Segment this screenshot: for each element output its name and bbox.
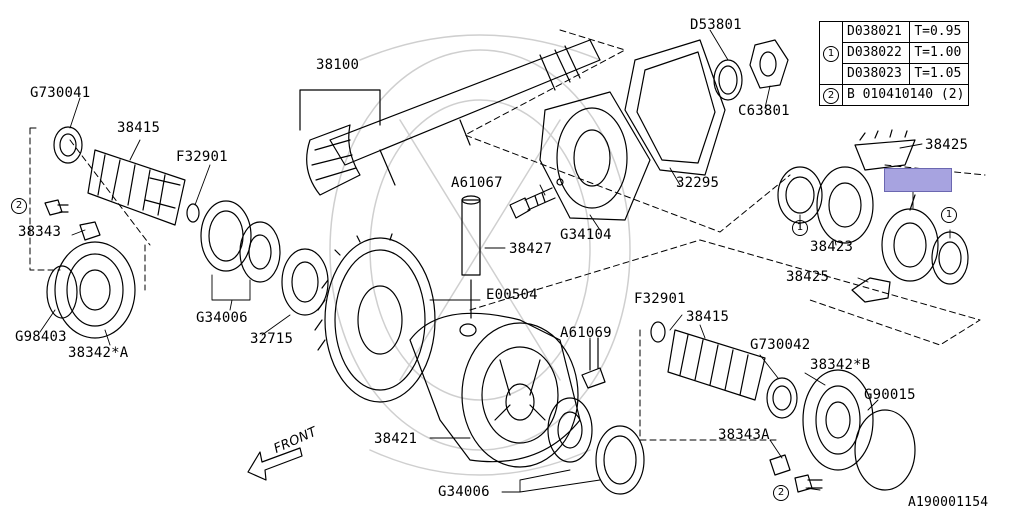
legend-row: D038023 T=1.05 (820, 63, 970, 85)
callout-a61067[interactable]: A61067 (451, 175, 503, 191)
diagram-id: A190001154 (908, 495, 989, 510)
bearing-bottom (547, 397, 593, 463)
ring-gear (314, 233, 436, 403)
legend-row: 1 D038021 T=0.95 (819, 21, 970, 85)
oil-seal-right (766, 377, 798, 419)
gasket (624, 39, 726, 176)
bolt-left (44, 199, 69, 216)
callout-38343a[interactable]: 38343A (718, 427, 770, 443)
callout-d53801[interactable]: D53801 (690, 17, 742, 33)
callout-g90015[interactable]: G90015 (864, 387, 916, 403)
bearing-race-left (200, 200, 252, 272)
ref-mark-2-right: 2 (773, 485, 789, 501)
callout-38415-left[interactable]: 38415 (117, 120, 161, 136)
callout-38342a[interactable]: 38342*A (68, 345, 129, 361)
callout-a61069[interactable]: A61069 (560, 325, 612, 341)
callout-e00504[interactable]: E00504 (486, 287, 538, 303)
lock-plate-left (79, 221, 101, 241)
legend-part: D038022 (841, 42, 911, 64)
callout-38342b[interactable]: 38342*B (810, 357, 871, 373)
snap-ring-right (650, 321, 666, 343)
oil-seal-left (53, 126, 83, 164)
ref-mark-1-thrust: 1 (941, 207, 957, 223)
snap-ring-left (186, 203, 200, 223)
callout-g730041[interactable]: G730041 (30, 85, 91, 101)
legend-part: D038023 (841, 63, 911, 85)
drive-pinion-shaft (299, 39, 601, 196)
bolt-a61067 (509, 187, 556, 219)
pinion-shaft-pin (461, 195, 481, 319)
callout-g34006-left[interactable]: G34006 (196, 310, 248, 326)
lock-nut (749, 39, 789, 89)
differential-pinion-gear-bottom (851, 277, 891, 303)
bearing-left (239, 221, 281, 283)
callout-38425-bottom[interactable]: 38425 (786, 269, 830, 285)
bearing-race-bottom (595, 425, 645, 495)
differential-pinion-gear-top (854, 129, 916, 171)
highlighted-part-marker (884, 168, 952, 192)
callout-38421[interactable]: 38421 (374, 431, 418, 447)
shim-legend-table: 1 D038021 T=0.95 D038022 T=1.00 D038023 … (819, 21, 970, 106)
o-ring-right (854, 409, 916, 491)
legend-spec: T=1.05 (909, 63, 970, 85)
callout-38423[interactable]: 38423 (810, 239, 854, 255)
side-gear-left (54, 241, 136, 339)
callout-g98403[interactable]: G98403 (15, 329, 67, 345)
legend-spec: T=1.00 (909, 42, 970, 64)
ref-mark-1: 1 (823, 46, 839, 62)
callout-38415-right[interactable]: 38415 (686, 309, 730, 325)
retainer-plate (539, 91, 651, 221)
callout-g34006-bottom[interactable]: G34006 (438, 484, 490, 500)
side-gear-38423 (816, 166, 874, 244)
callout-g34104[interactable]: G34104 (560, 227, 612, 243)
side-gear-right (881, 208, 939, 282)
legend-row: D038022 T=1.00 (820, 42, 970, 64)
front-arrow (247, 447, 303, 481)
ref-mark-2-left: 2 (11, 198, 27, 214)
callout-38343[interactable]: 38343 (18, 224, 62, 240)
callout-32715[interactable]: 32715 (250, 331, 294, 347)
bearing-32715 (281, 248, 329, 316)
callout-38100[interactable]: 38100 (316, 57, 360, 73)
ref-mark-1-washer: 1 (792, 220, 808, 236)
o-ring-left (46, 265, 78, 319)
lock-plate-right (769, 454, 791, 476)
legend-part: D038021 (841, 21, 911, 43)
callout-f32901-left[interactable]: F32901 (176, 149, 228, 165)
callout-g730042[interactable]: G730042 (750, 337, 811, 353)
watermark-emblem (329, 34, 631, 476)
ref-mark-2: 2 (823, 88, 839, 104)
legend-row: 2 B 010410140 (2) (819, 84, 970, 106)
callout-c63801[interactable]: C63801 (738, 103, 790, 119)
callout-32295[interactable]: 32295 (676, 175, 720, 191)
pin-hole (459, 323, 477, 337)
callout-38425-top[interactable]: 38425 (925, 137, 969, 153)
differential-case (409, 312, 581, 468)
callout-38427[interactable]: 38427 (509, 241, 553, 257)
axle-shaft-left (87, 149, 186, 226)
legend-part: B 010410140 (2) (841, 84, 970, 106)
legend-spec: T=0.95 (909, 21, 970, 43)
callout-f32901-right[interactable]: F32901 (634, 291, 686, 307)
side-gear-38342b (802, 369, 874, 471)
bolt-right (794, 474, 823, 493)
thrust-washer-right (931, 231, 969, 285)
axle-shaft-right (667, 329, 766, 401)
